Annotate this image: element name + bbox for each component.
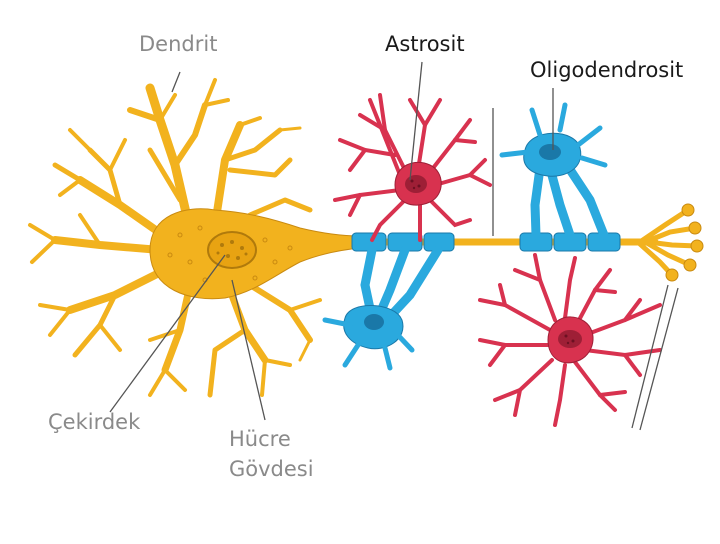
oligodendrocyte-upper: [499, 102, 609, 240]
axon-terminal: [637, 207, 700, 278]
label-astrosit: Astrosit: [385, 32, 465, 56]
label-cekirdek: Çekirdek: [48, 410, 141, 434]
label-dendrit: Dendrit: [139, 32, 218, 56]
pointer-lines: [109, 61, 679, 431]
pointer-dendrit: [171, 71, 181, 93]
axon-terminal-knobs: [665, 203, 704, 282]
label-hucre-line1: Hücre: [229, 427, 291, 451]
nucleus-granules: [216, 240, 248, 260]
neuron-nucleus: [207, 231, 257, 269]
neuron: [28, 78, 704, 398]
astrocyte-lower: [478, 253, 662, 427]
label-hucre-line2: Gövdesi: [229, 457, 314, 481]
pointer-terminal-2: [639, 287, 679, 431]
cytoplasm-granules: [167, 225, 293, 283]
oligodendrocyte-lower: [322, 245, 443, 371]
label-oligodendrosit: Oligodendrosit: [530, 58, 684, 82]
pointer-cekirdek: [109, 254, 226, 413]
pointer-astrosit: [409, 61, 423, 181]
label-hucre-govdesi: Hücre Gövdesi: [229, 424, 314, 484]
pointer-hucre: [231, 279, 266, 421]
pointer-terminal-1: [631, 284, 669, 429]
astrocyte-upper: [333, 93, 492, 242]
neuron-dendrites: [28, 78, 322, 398]
